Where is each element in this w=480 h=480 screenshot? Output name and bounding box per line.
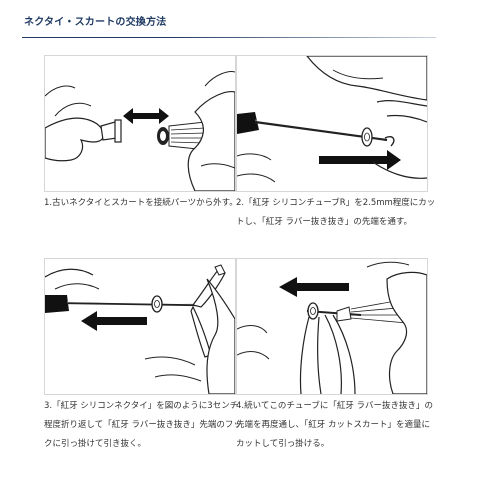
step-1-drawing xyxy=(45,71,235,191)
step-3-caption: 3.「紅牙 シリコンネクタイ」を図のように3センチ程度折り返して「紅牙 ラバー抜… xyxy=(44,401,242,449)
step-1-illustration xyxy=(44,55,236,192)
double-arrow-icon xyxy=(123,108,169,124)
step-2-caption: 2.「紅牙 シリコンチューブR」を2.5mm程度にカットし、「紅牙 ラバー抜き抜… xyxy=(236,198,436,227)
step-4-caption: 4.続いてこのチューブに「紅牙 ラバー抜き抜き」の先端を再度通し、「紅牙 カット… xyxy=(236,401,433,449)
step-2-drawing xyxy=(237,56,427,183)
left-arrow-icon xyxy=(279,277,349,297)
step-4-drawing xyxy=(237,261,427,394)
title-divider xyxy=(22,37,436,38)
step-4-illustration xyxy=(236,258,428,395)
step-3-illustration xyxy=(44,258,236,395)
page-title: ネクタイ・スカートの交換方法 xyxy=(24,17,167,28)
step-3-drawing xyxy=(45,264,235,394)
left-arrow-icon xyxy=(81,311,147,331)
step-1-caption: 1.古いネクタイとスカートを接続パーツから外す。 xyxy=(44,198,238,208)
step-2-illustration xyxy=(236,55,428,192)
right-arrow-icon xyxy=(319,150,401,170)
